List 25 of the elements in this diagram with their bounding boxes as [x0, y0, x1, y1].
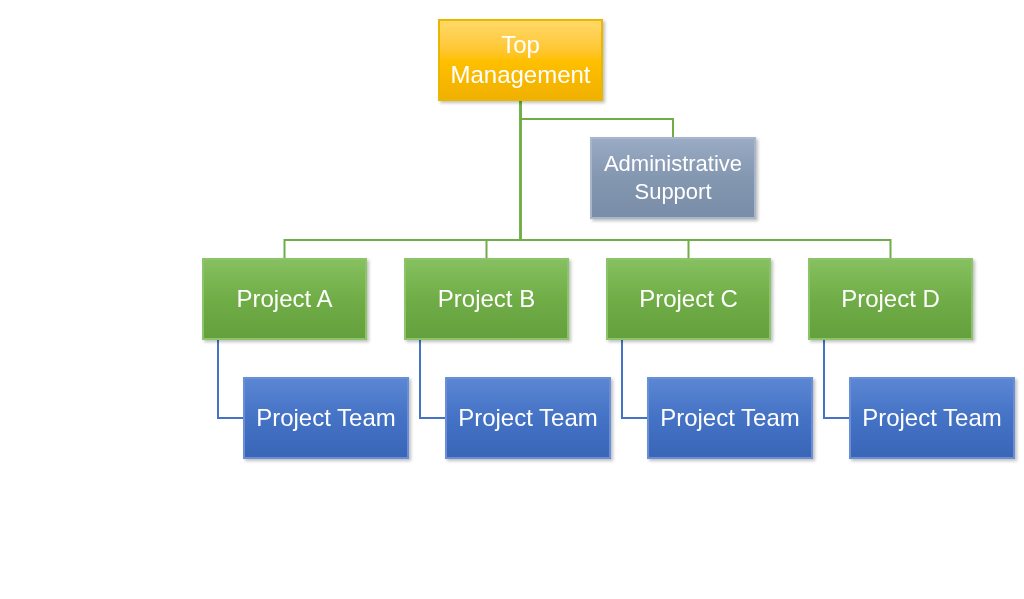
project-box — [606, 258, 771, 340]
connector-line — [519, 100, 892, 259]
node-label: Project A — [236, 284, 333, 314]
node-label: Project Team — [660, 403, 800, 433]
project-box — [404, 258, 569, 340]
node-label: Project D — [841, 284, 940, 314]
support-box — [590, 137, 756, 219]
team-box — [849, 377, 1015, 459]
team-box — [445, 377, 611, 459]
project-box — [202, 258, 367, 340]
node-label: Project B — [437, 284, 536, 314]
management-box — [438, 19, 603, 101]
node-label: Top Management — [449, 30, 592, 90]
connector-line — [621, 339, 648, 419]
project-box — [808, 258, 973, 340]
node-label: Project Team — [862, 403, 1002, 433]
node-label: Project Team — [256, 403, 396, 433]
node-label: Project Team — [458, 403, 598, 433]
connector-line — [823, 339, 850, 419]
team-box — [243, 377, 409, 459]
connector-line — [217, 339, 244, 419]
team-box — [647, 377, 813, 459]
connector-line — [419, 339, 446, 419]
node-label: Administrative Support — [602, 150, 744, 206]
node-label: Project C — [639, 284, 738, 314]
